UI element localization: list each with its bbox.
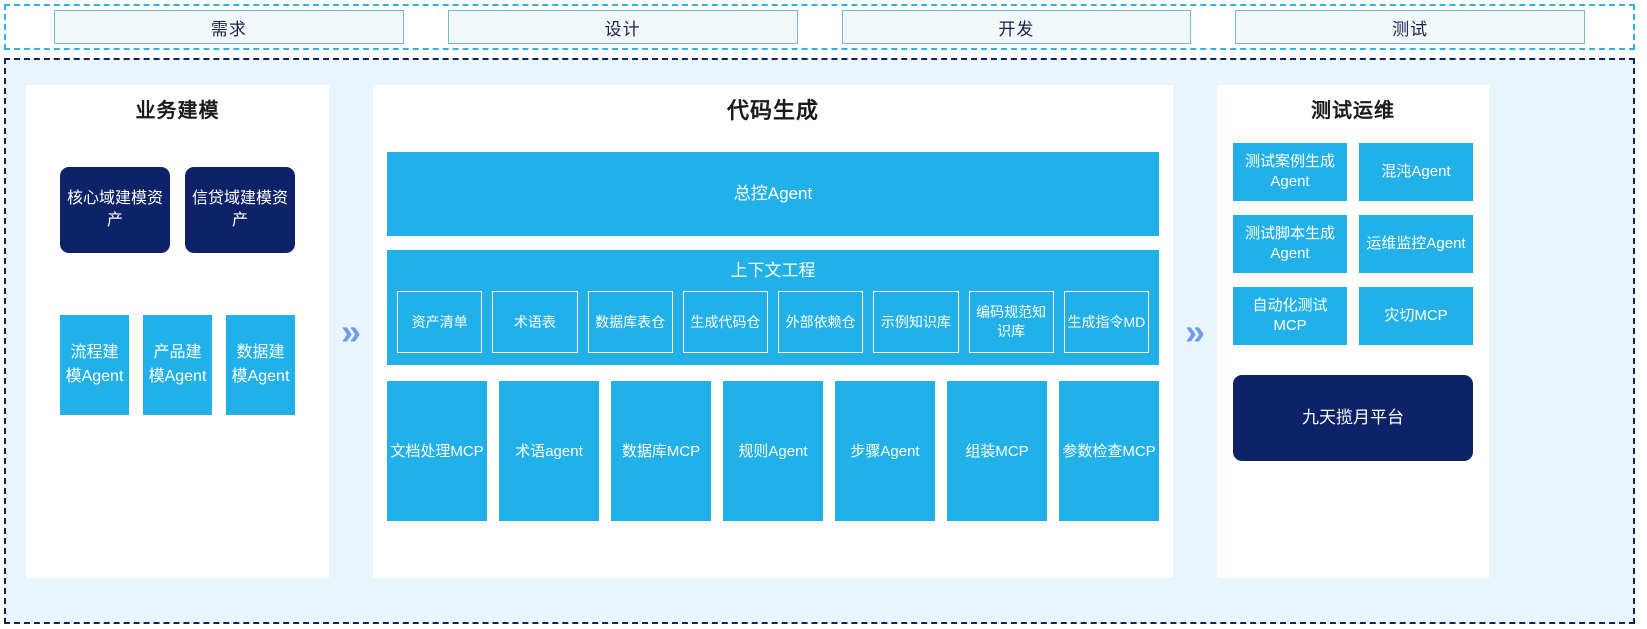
context-item-generation-instruction-md[interactable]: 生成指令MD: [1063, 291, 1149, 353]
test-ops-card-ops-monitoring-agent[interactable]: 运维监控Agent: [1359, 215, 1473, 273]
phase-label: 测试: [1392, 19, 1429, 39]
context-item-external-dependency-repo[interactable]: 外部依赖仓: [778, 291, 864, 353]
context-item-db-table-repo[interactable]: 数据库表仓: [587, 291, 673, 353]
chevron-glyph: »: [1184, 310, 1206, 352]
chevron-right-icon-2: »: [1173, 85, 1217, 578]
chevron-right-icon-1: »: [329, 85, 373, 578]
architecture-diagram: 业务建模 核心域建模资产 信贷域建模资产 流程建模Agent 产品建模Agent…: [4, 58, 1635, 624]
phase-label: 设计: [604, 19, 641, 39]
context-engineering-title: 上下文工程: [730, 261, 816, 280]
agent-card-product-modeling[interactable]: 产品建模Agent: [143, 315, 212, 415]
phase-box-requirements[interactable]: 需求: [54, 10, 404, 44]
agent-card-data-modeling[interactable]: 数据建模Agent: [226, 315, 295, 415]
context-engineering-block: 上下文工程 资产清单 术语表 数据库表仓 生成代码仓 外部依赖仓 示例知识库 编…: [387, 250, 1159, 365]
panel-title-code-generation: 代码生成: [726, 98, 819, 123]
phase-box-testing[interactable]: 测试: [1235, 10, 1585, 44]
phase-box-development[interactable]: 开发: [841, 10, 1192, 44]
tool-card-document-processing-mcp[interactable]: 文档处理MCP: [387, 381, 487, 521]
context-item-glossary[interactable]: 术语表: [492, 291, 578, 353]
panel-business-modeling: 业务建模 核心域建模资产 信贷域建模资产 流程建模Agent 产品建模Agent…: [26, 85, 329, 578]
phase-band: 需求 设计 开发 测试: [4, 4, 1635, 50]
tool-card-assembly-mcp[interactable]: 组装MCP: [947, 381, 1047, 521]
test-ops-grid: 测试案例生成Agent 混沌Agent 测试脚本生成Agent 运维监控Agen…: [1231, 143, 1475, 345]
test-ops-card-disaster-switch-mcp[interactable]: 灾切MCP: [1359, 287, 1473, 345]
tool-card-database-mcp[interactable]: 数据库MCP: [611, 381, 711, 521]
asset-card-core-domain[interactable]: 核心域建模资产: [60, 167, 170, 253]
tool-card-glossary-agent[interactable]: 术语agent: [499, 381, 599, 521]
context-item-asset-list[interactable]: 资产清单: [397, 291, 483, 353]
phase-label: 开发: [998, 19, 1035, 39]
test-ops-card-test-script-generation-agent[interactable]: 测试脚本生成Agent: [1233, 215, 1347, 273]
panel-code-generation: 代码生成 总控Agent 上下文工程 资产清单 术语表 数据库表仓 生成代码仓 …: [373, 85, 1173, 578]
context-items-row: 资产清单 术语表 数据库表仓 生成代码仓 外部依赖仓 示例知识库 编码规范知识库…: [397, 291, 1149, 353]
platform-card-jiutian-lanyue[interactable]: 九天揽月平台: [1233, 375, 1473, 461]
panel-title-business-modeling: 业务建模: [135, 100, 220, 122]
agent-card-process-modeling[interactable]: 流程建模Agent: [60, 315, 129, 415]
tool-card-parameter-check-mcp[interactable]: 参数检查MCP: [1059, 381, 1159, 521]
tool-card-rule-agent[interactable]: 规则Agent: [723, 381, 823, 521]
master-agent-bar[interactable]: 总控Agent: [387, 152, 1159, 236]
code-generation-tools-row: 文档处理MCP 术语agent 数据库MCP 规则Agent 步骤Agent 组…: [387, 381, 1159, 521]
business-assets-row: 核心域建模资产 信贷域建模资产: [40, 167, 315, 253]
context-item-example-knowledge-base[interactable]: 示例知识库: [873, 291, 959, 353]
chevron-glyph: »: [340, 310, 362, 352]
phase-label: 需求: [210, 19, 247, 39]
phase-box-design[interactable]: 设计: [447, 10, 798, 44]
context-item-generated-code-repo[interactable]: 生成代码仓: [682, 291, 768, 353]
panel-title-test-ops: 测试运维: [1311, 100, 1395, 122]
test-ops-card-chaos-agent[interactable]: 混沌Agent: [1359, 143, 1473, 201]
asset-card-credit-domain[interactable]: 信贷域建模资产: [185, 167, 295, 253]
business-agents-row: 流程建模Agent 产品建模Agent 数据建模Agent: [40, 315, 315, 415]
context-item-coding-standard-knowledge-base[interactable]: 编码规范知识库: [968, 291, 1054, 353]
test-ops-card-automated-test-mcp[interactable]: 自动化测试MCP: [1233, 287, 1347, 345]
panel-test-ops: 测试运维 测试案例生成Agent 混沌Agent 测试脚本生成Agent 运维监…: [1217, 85, 1489, 578]
test-ops-card-test-case-generation-agent[interactable]: 测试案例生成Agent: [1233, 143, 1347, 201]
tool-card-step-agent[interactable]: 步骤Agent: [835, 381, 935, 521]
